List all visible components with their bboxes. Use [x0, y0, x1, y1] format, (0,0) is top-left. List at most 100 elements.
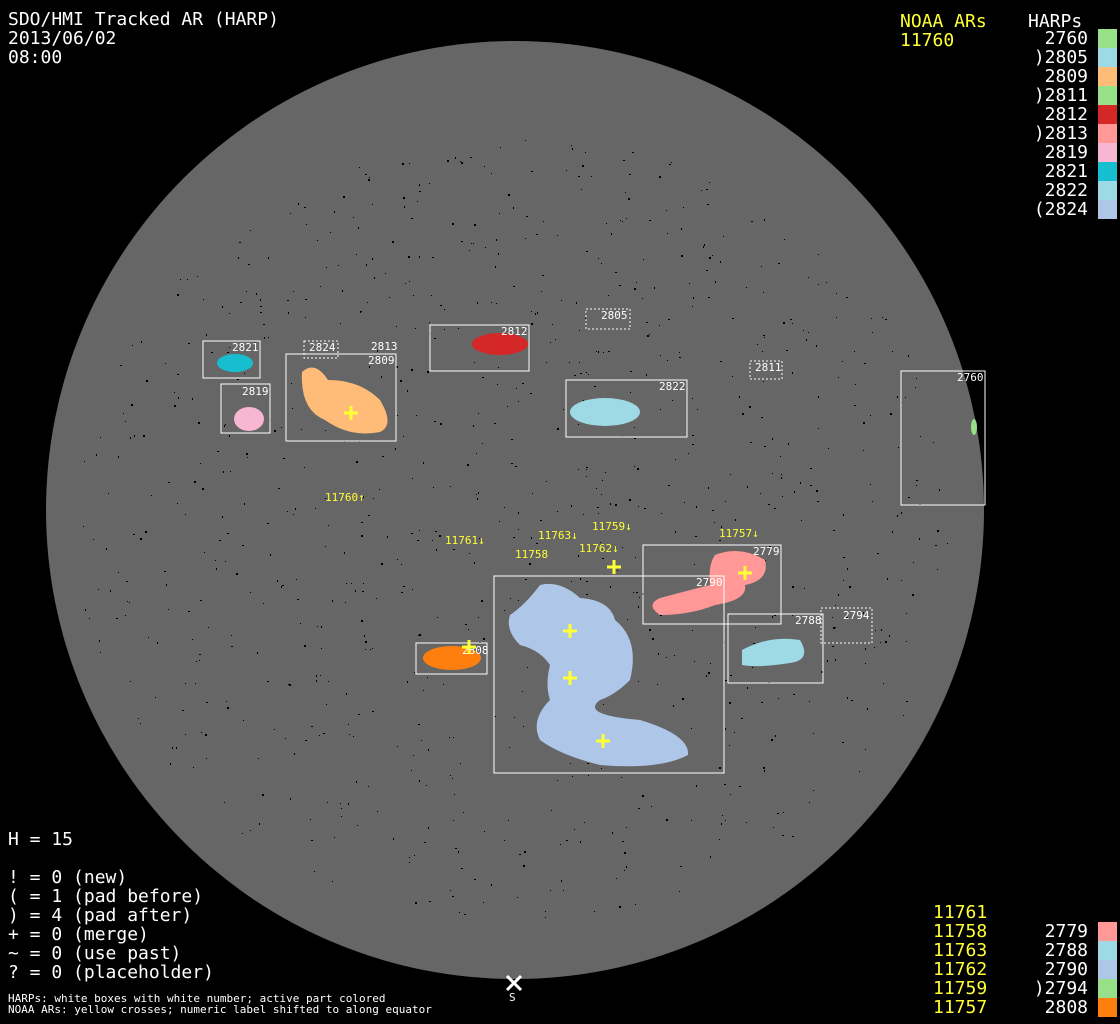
harp-label: 2821 [232, 341, 259, 354]
solar-disk [46, 41, 984, 979]
harp-box-2809 [285, 353, 397, 442]
harp-legend-item: 2809 [1033, 66, 1088, 87]
stats-line: ) = 4 (pad after) [8, 905, 193, 926]
harp-box-2805 [585, 308, 631, 330]
harp-box-2779 [642, 544, 782, 625]
stats-line: ! = 0 (new) [8, 867, 128, 888]
harp-legend-item: 2812 [1033, 104, 1088, 125]
harp-legend-item: 2819 [1033, 142, 1088, 163]
region-2808 [423, 646, 481, 670]
noaa-cross-icon [563, 624, 577, 638]
harp-legend-item: 2788 [1033, 940, 1088, 961]
harp-count: H = 15 [8, 829, 74, 850]
harp-color-swatch [1098, 86, 1117, 105]
harp-box-2788 [727, 613, 824, 684]
harp-legend-item: 2822 [1033, 180, 1088, 201]
harp-label: 2819 [242, 385, 269, 398]
region-2809 [301, 367, 388, 434]
noaa-label: 11761↓ [445, 534, 485, 547]
noaa-cross-icon [344, 406, 358, 420]
harp-color-swatch [1098, 105, 1117, 124]
harp-legend-item: 2808 [1033, 997, 1088, 1018]
harp-legend-item: )2794 [1033, 978, 1088, 999]
harp-color-swatch [1098, 922, 1117, 941]
harp-color-swatch [1098, 29, 1117, 48]
noaa-legend-item: 11758 [933, 921, 988, 942]
noaa-label: 11757↓ [719, 527, 759, 540]
harp-legend-item: 2821 [1033, 161, 1088, 182]
harp-legend-item: )2811 [1033, 85, 1088, 106]
harp-label: 2809 [368, 354, 395, 367]
harp-label: 2790 [696, 576, 723, 589]
region-2819 [234, 407, 264, 431]
stats-line: ( = 1 (pad before) [8, 886, 204, 907]
south-pole-x-icon [505, 974, 523, 992]
region-2812 [472, 333, 528, 355]
noaa-legend-item: 11761 [933, 902, 988, 923]
stats-line: ? = 0 (placeholder) [8, 962, 214, 983]
noaa-cross-icon [462, 640, 476, 654]
harp-legend-item: 2760 [1033, 28, 1088, 49]
harp-color-swatch [1098, 960, 1117, 979]
harp-box-2822 [565, 379, 688, 438]
noaa-legend-item: 11759 [933, 978, 988, 999]
noaa-crosses [344, 406, 752, 748]
harp-box-2821 [202, 340, 261, 379]
noaa-label: 11759↓ [592, 520, 632, 533]
harp-box-2812 [429, 324, 530, 372]
harp-box-2819 [220, 383, 271, 434]
date: 2013/06/02 [8, 28, 117, 49]
harp-color-swatch [1098, 181, 1117, 200]
time: 08:00 [8, 47, 63, 68]
harp-label: 2813 [371, 340, 398, 353]
noaa-cross-icon [738, 566, 752, 580]
noaa-header: NOAA ARs [900, 11, 987, 32]
harps-header: HARPs [1028, 11, 1083, 32]
harp-label: 2794 [843, 609, 870, 622]
harp-label: 2760 [957, 371, 984, 384]
noaa-cross-icon [563, 671, 577, 685]
harp-color-swatch [1098, 143, 1117, 162]
stats-line: + = 0 (merge) [8, 924, 149, 945]
harp-legend-item: 2779 [1033, 921, 1088, 942]
harp-color-swatch [1098, 200, 1117, 219]
harp-color-swatch [1098, 124, 1117, 143]
harp-legend-item: )2813 [1033, 123, 1088, 144]
footnote-noaa: NOAA ARs: yellow crosses; numeric label … [8, 1003, 432, 1016]
harp-box-2808 [415, 642, 488, 675]
harp-box-2811 [749, 360, 783, 380]
harp-label: 2779 [753, 545, 780, 558]
region-2822 [570, 398, 640, 426]
harp-color-swatch [1098, 48, 1117, 67]
noaa-top-item: 11760 [900, 30, 955, 51]
harp-label: 2822 [659, 380, 686, 393]
south-label: S [509, 991, 516, 1004]
region-2779-2790 [652, 551, 766, 615]
harp-color-swatch [1098, 979, 1117, 998]
noaa-label: 11760↑ [325, 491, 365, 504]
harp-color-swatch [1098, 998, 1117, 1017]
harp-label: 2824 [309, 341, 336, 354]
noaa-legend-item: 11762 [933, 959, 988, 980]
harp-label: 2805 [601, 309, 628, 322]
harp-box-2760 [900, 370, 986, 506]
noaa-label: 11758 [515, 548, 548, 561]
harp-legend-item: 2790 [1033, 959, 1088, 980]
region-2788 [742, 638, 805, 667]
region-2760 [971, 419, 977, 435]
harp-label: 2788 [795, 614, 822, 627]
harp-legend-item: )2805 [1033, 47, 1088, 68]
harp-label: 2812 [501, 325, 528, 338]
harp-box-2794 [820, 607, 873, 644]
noaa-legend-item: 11757 [933, 997, 988, 1018]
noaa-legend-item: 11763 [933, 940, 988, 961]
harp-legend-item: (2824 [1033, 199, 1088, 220]
harp-box-2790 [493, 575, 725, 774]
harp-label: 2811 [755, 361, 782, 374]
title: SDO/HMI Tracked AR (HARP) [8, 9, 279, 30]
noaa-cross-icon [596, 734, 610, 748]
harp-color-swatch [1098, 941, 1117, 960]
harp-color-swatch [1098, 67, 1117, 86]
region-2821 [217, 354, 253, 372]
